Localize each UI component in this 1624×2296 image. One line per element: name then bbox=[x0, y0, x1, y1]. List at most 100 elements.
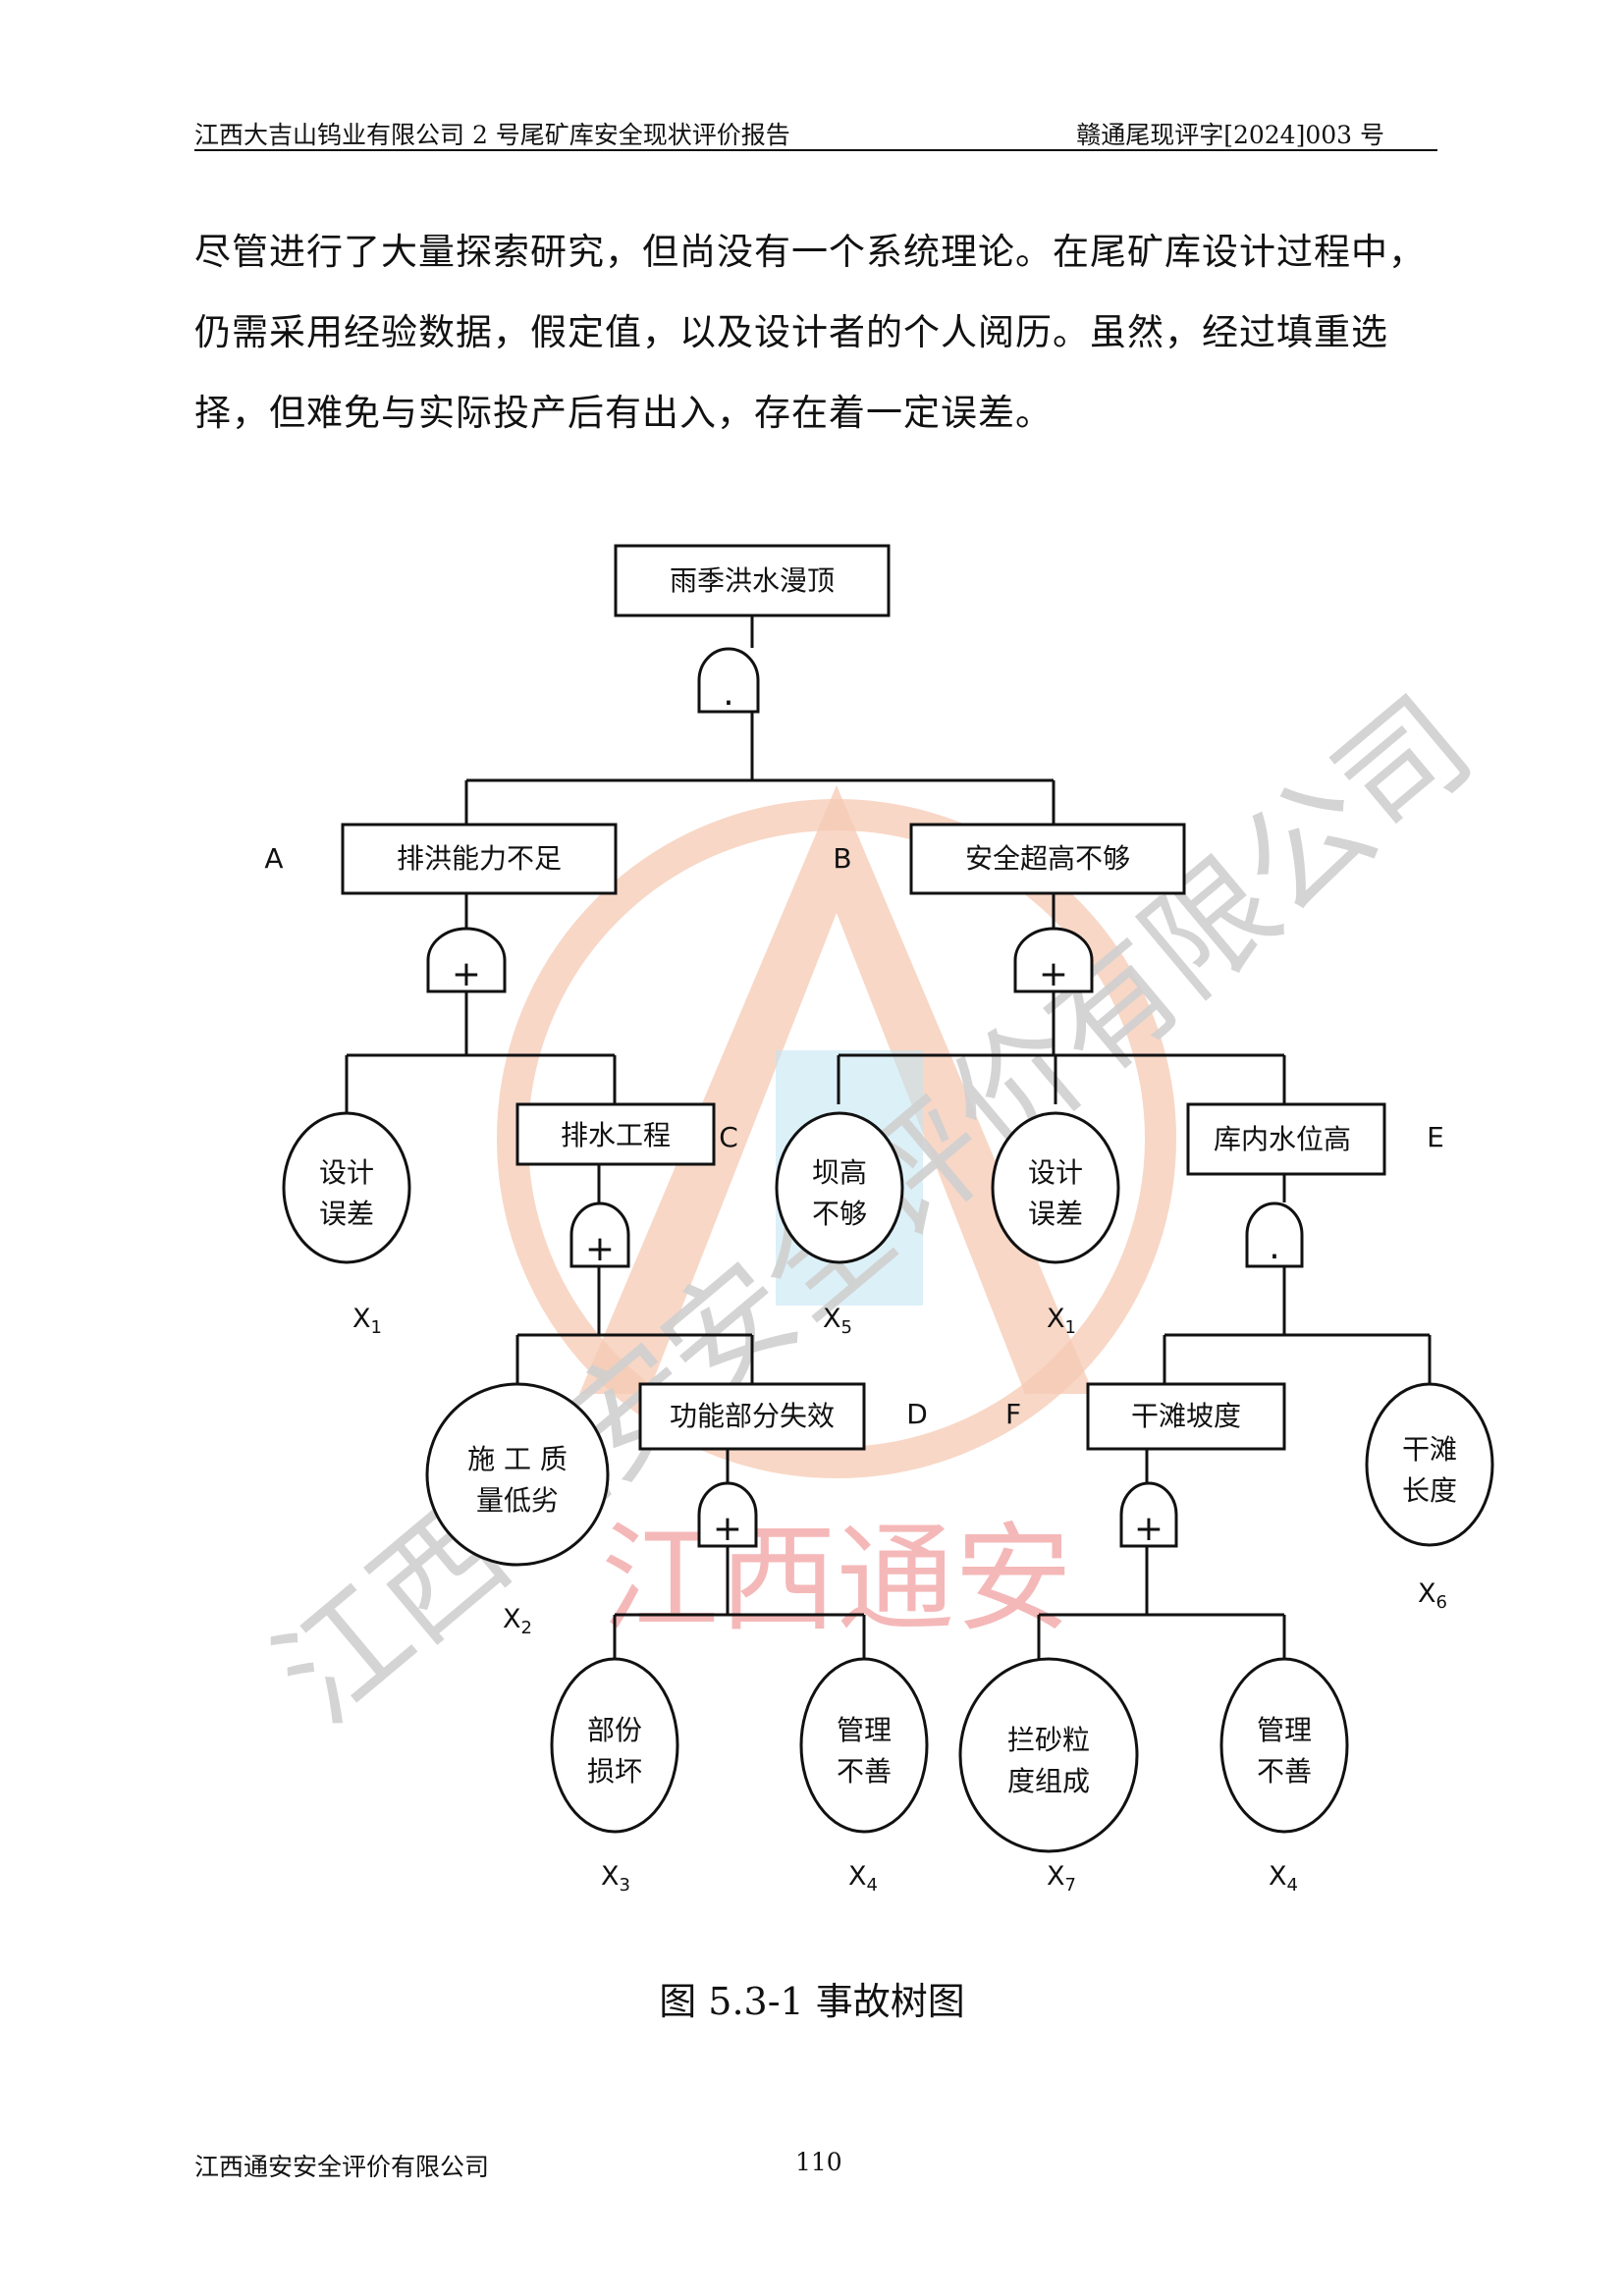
basic-event-label-line2: 误差 bbox=[1028, 1198, 1083, 1230]
gates bbox=[426, 647, 1304, 1548]
basic-event-symbol: X6 bbox=[1418, 1578, 1447, 1613]
basic-event-label-line2: 长度 bbox=[1402, 1474, 1457, 1507]
tree-connectors bbox=[345, 615, 1432, 1659]
gate-symbol-d: + bbox=[713, 1509, 742, 1549]
basic-event-label-line1: 部份 bbox=[587, 1714, 642, 1746]
event-boxes bbox=[341, 544, 1386, 1451]
basic-event-ellipse bbox=[425, 1382, 610, 1567]
basic-event-label-line2: 度组成 bbox=[1007, 1765, 1090, 1797]
header-divider bbox=[194, 149, 1437, 151]
basic-event-label-line1: 拦砂粒 bbox=[1007, 1724, 1090, 1756]
letter-b: B bbox=[833, 842, 851, 875]
letter-f: F bbox=[1005, 1398, 1021, 1430]
basic-event-label-line1: 坝高 bbox=[812, 1156, 867, 1189]
gate-symbol-a: + bbox=[452, 954, 481, 994]
event-box-e bbox=[1186, 1102, 1386, 1176]
top-event-box bbox=[614, 544, 891, 617]
basic-event-symbol: X4 bbox=[848, 1861, 878, 1896]
basic-event-label-line1: 管理 bbox=[837, 1714, 892, 1746]
basic-event-symbol: X5 bbox=[823, 1304, 852, 1338]
or-gate-c bbox=[569, 1201, 630, 1268]
gate-symbol-f: + bbox=[1134, 1509, 1164, 1549]
event-letters: A B C E D F bbox=[264, 842, 1443, 1430]
paragraph-line-3: 择，但难免与实际投产后有出入，存在着一定误差。 bbox=[194, 392, 1053, 434]
gate-symbol-c: + bbox=[585, 1229, 615, 1269]
basic-event-symbol-letter: X bbox=[352, 1304, 371, 1334]
basic-event-ellipse bbox=[991, 1111, 1120, 1264]
event-box-a bbox=[341, 823, 618, 895]
letter-d: D bbox=[906, 1398, 928, 1430]
basic-event-symbol: X1 bbox=[1047, 1304, 1076, 1338]
basic-event-symbol: X3 bbox=[601, 1861, 630, 1896]
gate-symbol-b: + bbox=[1039, 954, 1068, 994]
event-label-e: 库内水位高 bbox=[1214, 1123, 1351, 1155]
basic-event-symbol-subscript: 3 bbox=[620, 1875, 630, 1896]
basic-event-label-line2: 量低劣 bbox=[476, 1484, 559, 1517]
event-box-f bbox=[1086, 1382, 1286, 1451]
basic-event-symbol: X4 bbox=[1269, 1861, 1298, 1896]
and-gate-top bbox=[697, 647, 760, 714]
paragraph-line-1: 尽管进行了大量探索研究，但尚没有一个系统理论。在尾矿库设计过程中， bbox=[194, 231, 1426, 273]
or-gate-a bbox=[426, 927, 507, 993]
event-label-c: 排水工程 bbox=[561, 1119, 671, 1151]
letter-c: C bbox=[719, 1121, 738, 1153]
basic-event-symbol-subscript: 6 bbox=[1436, 1592, 1447, 1613]
gate-symbol-top: . bbox=[723, 673, 733, 714]
watermark-center-text: 江西通安 bbox=[601, 1512, 1072, 1648]
basic-event-label-line1: 管理 bbox=[1257, 1714, 1312, 1746]
gate-symbols: . + + + . + + bbox=[452, 673, 1280, 1549]
or-gate-d bbox=[697, 1481, 758, 1548]
basic-event-ellipse bbox=[282, 1111, 411, 1264]
basic-event-symbol-letter: X bbox=[848, 1861, 867, 1892]
basic-event-label-line1: 设计 bbox=[1028, 1156, 1083, 1189]
event-label-f: 干滩坡度 bbox=[1131, 1400, 1241, 1432]
basic-event-symbol-letter: X bbox=[1269, 1861, 1287, 1892]
basic-event-symbol-subscript: 1 bbox=[371, 1317, 382, 1338]
basic-event-label-line2: 不够 bbox=[812, 1198, 867, 1230]
basic-event-symbol-subscript: 4 bbox=[1287, 1875, 1298, 1896]
basic-event-label-line2: 不善 bbox=[1257, 1755, 1312, 1788]
basic-event-symbol-letter: X bbox=[1047, 1304, 1065, 1334]
basic-event-symbol: X1 bbox=[352, 1304, 382, 1338]
basic-event-symbol-letter: X bbox=[601, 1861, 620, 1892]
basic-event-symbol-letter: X bbox=[823, 1304, 841, 1334]
basic-event-symbol-subscript: 5 bbox=[841, 1317, 852, 1338]
basic-event-symbol-letter: X bbox=[1418, 1578, 1436, 1609]
basic-event-label-line2: 不善 bbox=[837, 1755, 892, 1788]
basic-event-label-line1: 施 工 质 bbox=[467, 1443, 568, 1475]
letter-a: A bbox=[264, 842, 283, 875]
basic-event-symbol-letter: X bbox=[503, 1604, 521, 1634]
basic-event-label-line2: 误差 bbox=[319, 1198, 374, 1230]
basic-event-ellipse bbox=[775, 1111, 904, 1264]
or-gate-f bbox=[1119, 1481, 1178, 1548]
basic-event-label-line2: 损坏 bbox=[587, 1755, 642, 1788]
basic-event-label-line1: 设计 bbox=[319, 1156, 374, 1189]
event-label-b: 安全超高不够 bbox=[965, 842, 1130, 875]
basic-event-symbol: X7 bbox=[1047, 1861, 1076, 1896]
top-event-label: 雨季洪水漫顶 bbox=[670, 564, 835, 597]
event-labels: 雨季洪水漫顶 排洪能力不足 安全超高不够 排水工程 库内水位高 功能部分失效 干… bbox=[397, 564, 1351, 1432]
basic-event-ellipse bbox=[1365, 1382, 1494, 1547]
basic-event-ellipse bbox=[1219, 1657, 1349, 1834]
footer-company: 江西通安安全评价有限公司 bbox=[194, 2153, 490, 2181]
paragraph-line-2: 仍需采用经验数据，假定值，以及设计者的个人阅历。虽然，经过填重选 bbox=[194, 311, 1388, 353]
header-report-title: 江西大吉山钨业有限公司 2 号尾矿库安全现状评价报告 bbox=[194, 121, 790, 149]
watermark-logo-peak bbox=[579, 785, 1094, 1394]
basic-event-label-line1: 干滩 bbox=[1402, 1433, 1457, 1466]
or-gate-b bbox=[1013, 927, 1094, 993]
basic-event-symbol-subscript: 4 bbox=[867, 1875, 878, 1896]
letter-e: E bbox=[1427, 1121, 1444, 1153]
basic-event-symbol-subscript: 1 bbox=[1065, 1317, 1076, 1338]
event-box-d bbox=[638, 1382, 866, 1451]
header-document-number: 赣通尾现评字[2024]003 号 bbox=[1076, 121, 1384, 149]
